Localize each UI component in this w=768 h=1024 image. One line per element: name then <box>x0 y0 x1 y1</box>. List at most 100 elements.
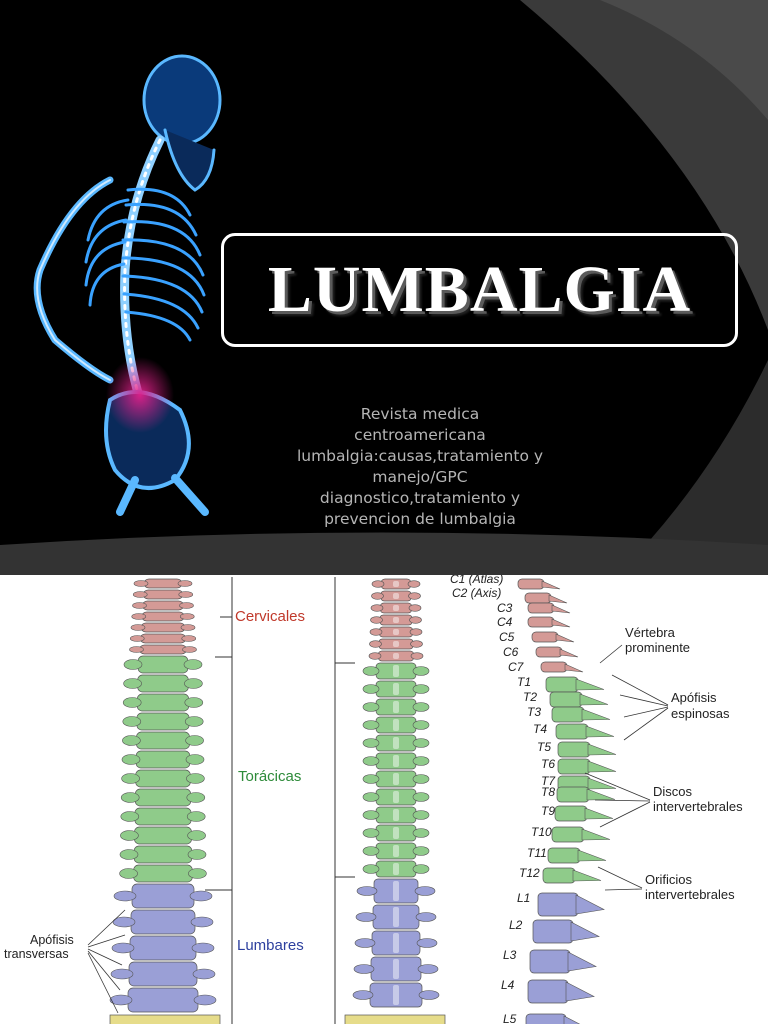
vertebra-body <box>134 826 192 845</box>
transverse-process <box>354 938 376 948</box>
spinous-process <box>393 737 399 749</box>
spinous-process <box>393 933 399 953</box>
spinous-process <box>393 665 399 677</box>
vertebra-body <box>130 909 196 935</box>
spinous-process-side <box>587 743 617 756</box>
vertebra-label: T11 <box>527 846 547 860</box>
vertebra-body <box>139 633 187 644</box>
vertebra-body-side <box>557 741 591 758</box>
label-discos: Discos <box>653 784 693 799</box>
spinous-process <box>393 581 399 587</box>
vertebra-body-side <box>524 592 552 604</box>
transverse-process <box>183 659 203 670</box>
slide-background <box>0 0 768 575</box>
spinous-process-side <box>581 828 611 841</box>
transverse-process <box>130 624 146 631</box>
transverse-process <box>110 968 134 980</box>
spinous-process-side <box>587 777 617 790</box>
spinous-process <box>393 907 399 927</box>
spinous-process-side <box>586 788 616 801</box>
transverse-process <box>122 735 141 746</box>
transverse-process <box>184 716 204 727</box>
vertebra-body-side <box>557 758 591 775</box>
spinous-process <box>393 755 399 767</box>
vertebra-label: T2 <box>523 690 537 704</box>
spinous-process-side <box>563 1015 581 1024</box>
transverse-process <box>369 628 383 636</box>
transverse-process <box>412 828 430 838</box>
vertebra-body-side <box>551 826 585 843</box>
label-orificios: Orificios <box>645 872 692 887</box>
transverse-process <box>370 604 384 612</box>
vertebra-body <box>137 655 189 674</box>
transverse-process <box>133 580 149 587</box>
vertebra-body <box>142 600 184 611</box>
spinous-process-side <box>579 693 609 706</box>
vertebra-label: C4 <box>497 615 513 629</box>
vertebra-body <box>129 935 197 961</box>
label-vertebra: Vértebra <box>625 625 676 640</box>
vertebra-body <box>136 712 190 731</box>
transverse-process <box>112 916 136 928</box>
transverse-process <box>369 640 382 648</box>
vertebra-body <box>131 883 195 909</box>
transverse-process <box>410 652 424 660</box>
transverse-process <box>417 964 439 974</box>
background-band <box>0 532 768 575</box>
transverse-process <box>193 994 217 1006</box>
vertebra-body-side <box>556 786 590 803</box>
label-apofisis-transversas-2: transversas <box>4 947 69 961</box>
transverse-process <box>188 868 207 879</box>
vertebra-body <box>133 845 193 864</box>
subtitle-line: diagnostico,tratamiento y <box>319 489 521 507</box>
transverse-process <box>362 720 380 730</box>
transverse-process <box>362 828 380 838</box>
vertebra-body <box>139 644 187 655</box>
xray-skeleton-illustration <box>33 54 222 516</box>
vertebra-body <box>142 589 184 600</box>
vertebra-label: T1 <box>517 675 531 689</box>
transverse-process <box>185 754 205 765</box>
vertebra-label: L2 <box>509 918 523 932</box>
spinous-process <box>393 617 399 623</box>
spine-side-view <box>517 578 617 1024</box>
transverse-process <box>187 830 206 841</box>
transverse-process <box>414 886 436 896</box>
transverse-process <box>410 640 423 648</box>
transverse-process <box>362 684 380 694</box>
label-orificios-intervertebrales: intervertebrales <box>645 887 735 902</box>
transverse-process <box>121 754 141 765</box>
transverse-process <box>362 756 380 766</box>
vertebra-label: T3 <box>527 705 541 719</box>
transverse-process <box>409 616 422 624</box>
transverse-process <box>412 792 430 802</box>
transverse-process <box>412 720 430 730</box>
transverse-process <box>192 968 216 980</box>
spinous-process <box>393 985 399 1005</box>
vertebra-body <box>136 693 190 712</box>
transverse-process <box>123 678 142 689</box>
vertebra-body-side <box>517 578 545 590</box>
transverse-process <box>362 666 380 676</box>
vertebra-body-side <box>545 676 579 693</box>
vertebra-body-side <box>555 723 589 740</box>
spine-anatomy-diagram: Cervicales Torácicas Lumbares Apófisis t… <box>0 575 768 1024</box>
label-cervicales: Cervicales <box>235 608 305 625</box>
transverse-process <box>368 652 382 660</box>
spinous-process <box>393 593 399 599</box>
label-apofisis: Apófisis <box>671 690 717 705</box>
slide-subtitle: Revista medica centroamericana lumbalgia… <box>255 404 585 530</box>
subtitle-line: prevencion de lumbalgia <box>324 510 516 528</box>
vertebra-body <box>128 961 198 987</box>
transverse-process <box>121 773 140 784</box>
spinous-process-side <box>575 678 605 691</box>
spinous-process <box>393 863 399 875</box>
label-apofisis-transversas: Apófisis <box>30 933 74 947</box>
spine-back-view <box>344 578 446 1024</box>
vertebra-body-side <box>537 892 579 917</box>
subtitle-line: lumbalgia:causas,tratamiento y <box>296 447 544 465</box>
spinous-process-side <box>567 951 597 972</box>
transverse-process <box>186 773 205 784</box>
spinous-process-side <box>551 604 571 614</box>
vertebra-label: T10 <box>531 825 552 839</box>
